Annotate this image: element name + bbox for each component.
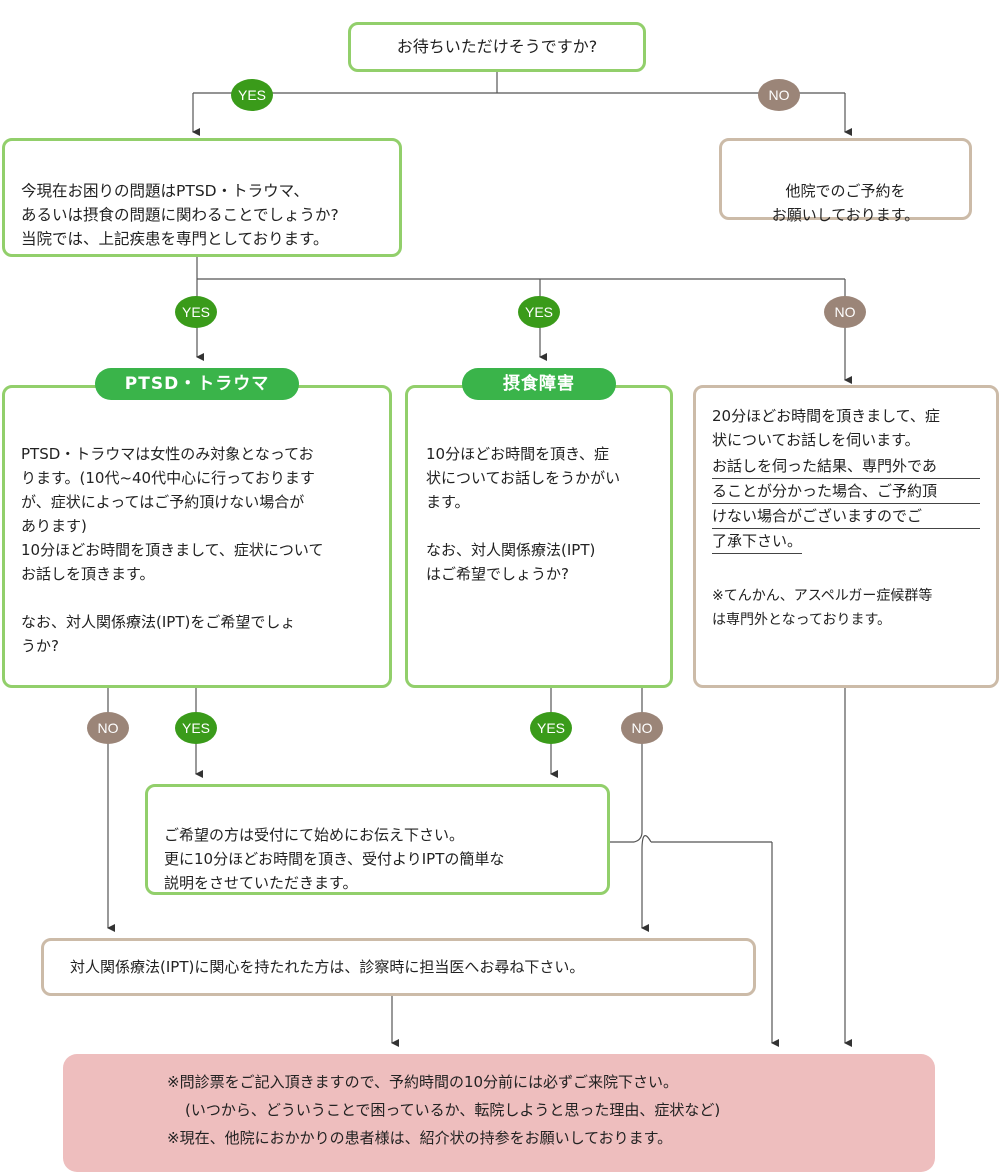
- no-badge-ptsd: NO: [87, 712, 129, 744]
- final-line-1: ※問診票をご記入頂きますので、予約時間の10分前には必ずご来院下さい。: [167, 1073, 679, 1091]
- box-ptsd-trauma: PTSD・トラウマは女性のみ対象となってお ります。(10代~40代中心に行って…: [2, 385, 392, 688]
- consult-underline-2: ることが分かった場合、ご予約頂: [712, 479, 980, 504]
- no-badge-eating: NO: [621, 712, 663, 744]
- header-eating-disorder: 摂食障害: [462, 368, 616, 400]
- question-problem-type-text: 今現在お困りの問題はPTSD・トラウマ、 あるいは摂食の問題に関わることでしょう…: [21, 182, 339, 248]
- box-ipt-wish: ご希望の方は受付にて始めにお伝え下さい。 更に10分ほどお時間を頂き、受付よりI…: [145, 784, 610, 895]
- consult-note: ※てんかん、アスペルガー症候群等 は専門外となっております。: [712, 588, 933, 628]
- final-notice: ※問診票をご記入頂きますので、予約時間の10分前には必ずご来院下さい。 (いつか…: [63, 1054, 935, 1172]
- question-can-you-wait-text: お待ちいただけそうですか?: [396, 37, 598, 56]
- box-ipt-interest-text: 対人関係療法(IPT)に関心を持たれた方は、診察時に担当医へお尋ね下さい。: [70, 958, 585, 976]
- final-line-2: (いつから、どういうことで困っているか、転院しようと思った理由、症状など): [185, 1101, 721, 1119]
- box-ipt-wish-text: ご希望の方は受付にて始めにお伝え下さい。 更に10分ほどお時間を頂き、受付よりI…: [164, 826, 505, 892]
- consult-line-2: 状についてお話しを伺います。: [712, 431, 920, 449]
- no-badge-other: NO: [824, 296, 866, 328]
- box-eating-disorder: 10分ほどお時間を頂き、症 状についてお話しをうかがい ます。 なお、対人関係療…: [405, 385, 673, 688]
- yes-badge-top: YES: [231, 79, 273, 111]
- header-ptsd-trauma: PTSD・トラウマ: [95, 368, 299, 400]
- yes-badge-eating: YES: [518, 296, 560, 328]
- box-other-clinic: 他院でのご予約を お願いしております。: [719, 138, 972, 224]
- box-other-clinic-text: 他院でのご予約を お願いしております。: [771, 182, 920, 224]
- box-other-consult: 20分ほどお時間を頂きまして、症 状についてお話しを伺います。 お話しを伺った結…: [693, 385, 999, 688]
- consult-line-1: 20分ほどお時間を頂きまして、症: [712, 407, 940, 425]
- box-ipt-interest: 対人関係療法(IPT)に関心を持たれた方は、診察時に担当医へお尋ね下さい。: [41, 938, 756, 996]
- yes-badge-eating-ipt: YES: [530, 712, 572, 744]
- box-eating-disorder-text: 10分ほどお時間を頂き、症 状についてお話しをうかがい ます。 なお、対人関係療…: [426, 445, 621, 583]
- consult-underline-1: お話しを伺った結果、専門外であ: [712, 454, 980, 479]
- question-can-you-wait: お待ちいただけそうですか?: [348, 22, 646, 72]
- consult-underline-3: けない場合がございますのでご: [712, 504, 980, 529]
- no-badge-top: NO: [758, 79, 800, 111]
- final-line-3: ※現在、他院におかかりの患者様は、紹介状の持参をお願いしております。: [167, 1129, 673, 1147]
- consult-underline-4: 了承下さい。: [712, 529, 803, 554]
- box-ptsd-trauma-text: PTSD・トラウマは女性のみ対象となってお ります。(10代~40代中心に行って…: [21, 445, 324, 655]
- yes-badge-ptsd: YES: [175, 296, 217, 328]
- question-problem-type: 今現在お困りの問題はPTSD・トラウマ、 あるいは摂食の問題に関わることでしょう…: [2, 138, 402, 257]
- yes-badge-ptsd-ipt: YES: [175, 712, 217, 744]
